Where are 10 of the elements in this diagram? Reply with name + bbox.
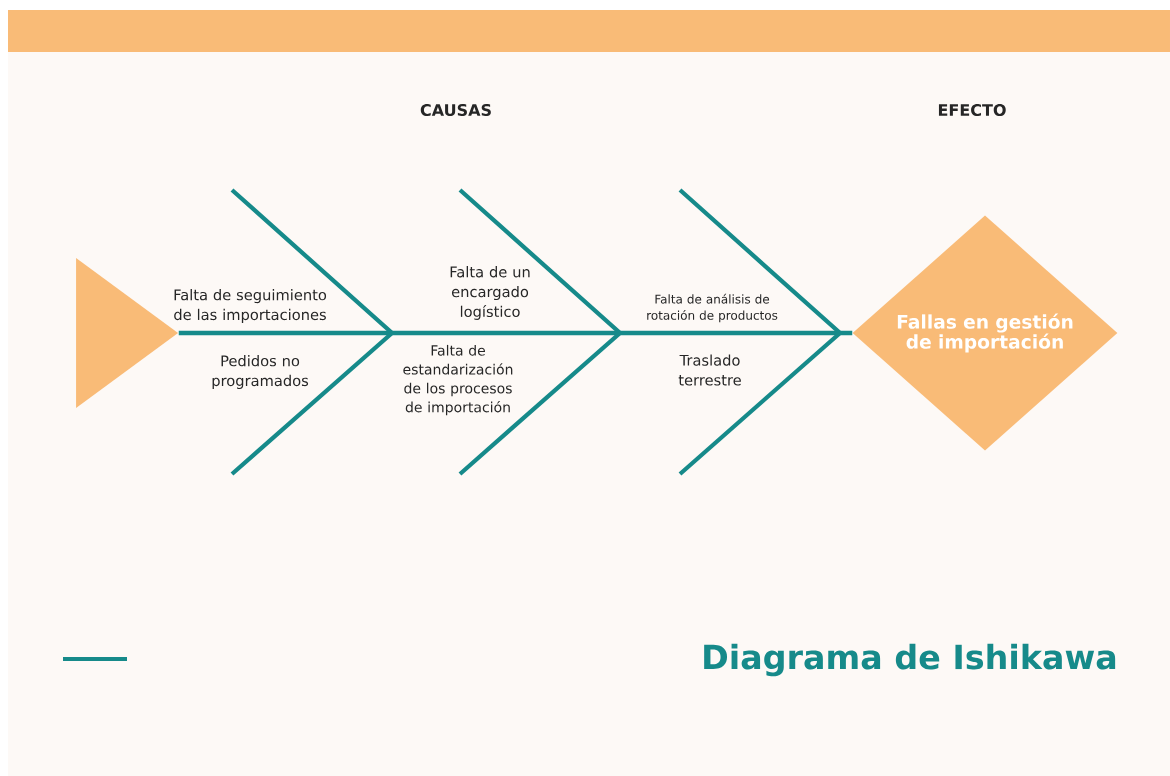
cause-label: Falta de un encargado logístico [450, 266, 530, 320]
cause-label: Pedidos no programados [212, 355, 309, 389]
cause-label: Falta de seguimiento de las importaciones [174, 289, 327, 323]
section-heading: CAUSAS [420, 103, 491, 117]
diagram-title: Diagrama de Ishikawa [704, 643, 1116, 677]
cause-label: Traslado terrestre [678, 354, 741, 386]
spine-line [178, 330, 853, 336]
section-heading: EFECTO [938, 103, 1006, 117]
cause-label: Falta de estandarización de los procesos de importación [403, 344, 513, 416]
cause-label: Falta de análisis de rotación de productos [647, 293, 778, 323]
